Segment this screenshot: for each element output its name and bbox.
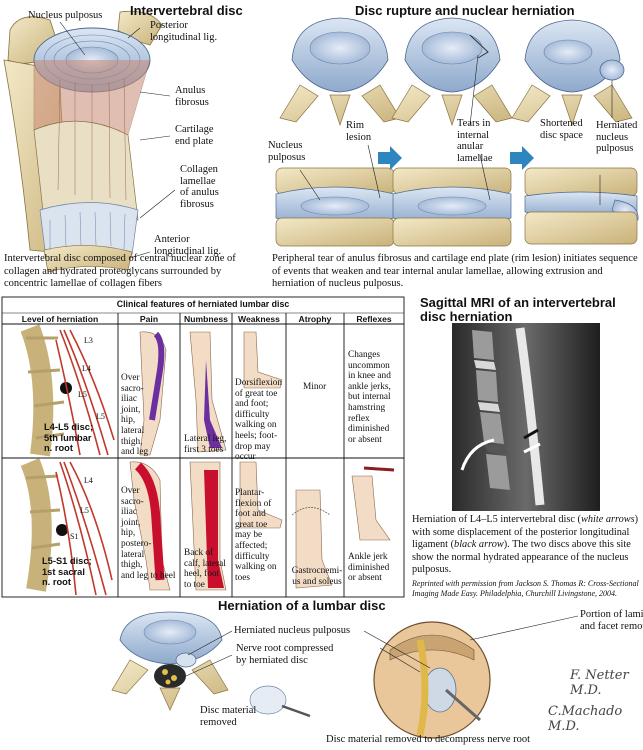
mri-image — [452, 323, 600, 511]
panel1-caption: Intervertebral disc composed of central … — [4, 253, 236, 289]
lumbar-herniation-illustration — [111, 611, 491, 739]
leg-pain-row1 — [139, 331, 167, 456]
table-title: Clinical features of herniated lumbar di… — [116, 299, 290, 309]
signature-netter: F. Netter M.D. — [570, 668, 629, 698]
mri-caption: Herniation of L4–L5 intervertebral disc … — [412, 514, 639, 575]
vertebra-label: L3 — [84, 336, 93, 345]
leg-atrophy-row2 — [291, 489, 333, 589]
header-level: Level of herniation — [21, 314, 99, 324]
vertebra-label: L5 — [80, 506, 89, 515]
vertebra-stage-1 — [275, 17, 401, 247]
label-herniated-nucleus-pulposus: Herniated nucleus pulposus — [234, 625, 351, 636]
weakness-row2: Plantar- flexion of foot and great toe m… — [235, 488, 277, 583]
signature-machado: C.Machado M.D. — [548, 704, 623, 734]
panel1-title: Intervertebral disc — [130, 3, 243, 18]
numbness-row2: Back of calf, lateral heel, foot to toe — [184, 548, 226, 590]
atrophy-row1: Minor — [303, 382, 327, 392]
label-nerve-root-compressed: Nerve root compressed by herniated disc — [236, 643, 334, 666]
panel3-title: Herniation of a lumbar disc — [218, 598, 386, 613]
vertebra-stage-3 — [511, 19, 639, 245]
label-rim-lesion: Rim lesion — [346, 120, 372, 143]
leg-numbness-row1 — [189, 331, 227, 453]
level-row2: L5-S1 disc; 1st sacral n. root — [42, 556, 92, 588]
vertebra-stage-2 — [391, 17, 513, 247]
label-posterior-ligament: Posterior longitudinal lig. — [150, 20, 218, 43]
foot-weakness-row1 — [243, 331, 283, 389]
label-nucleus-pulposus-2: Nucleus pulposus — [268, 140, 306, 163]
panel2-title: Disc rupture and nuclear herniation — [355, 3, 575, 18]
label-tears-lamellae: Tears in internal anular lamellae — [457, 118, 493, 164]
label-collagen-lamellae: Collagen lamellae of anulus fibrosus — [180, 164, 219, 210]
panel3-leader-lines — [185, 615, 579, 677]
clinical-table-grid — [1, 296, 405, 598]
numbness-row1: Lateral leg, first 3 toes — [184, 434, 227, 455]
arrow-right-1 — [378, 146, 402, 170]
vertebra-label: L4 — [82, 364, 91, 373]
panel1-leader-lines — [59, 21, 176, 259]
intervertebral-disc-illustration — [3, 10, 163, 273]
atrophy-row2: Gastrocnemi- us and soleus — [291, 566, 343, 587]
mri-title: Sagittal MRI of an intervertebral disc h… — [420, 295, 616, 324]
vertebra-label: L4 — [84, 476, 93, 485]
weakness-row1: Dorsiflexion of great toe and foot; diff… — [235, 378, 282, 463]
header-reflexes: Reflexes — [356, 314, 392, 324]
leg-reflex-row2 — [351, 466, 395, 541]
vertebra-label: L5 — [78, 390, 87, 399]
arrow-right-2 — [510, 146, 534, 170]
spine-illustration-row2 — [20, 458, 113, 596]
pain-row2: Over sacro- iliac joint, hip, postero- l… — [121, 486, 176, 581]
header-pain: Pain — [139, 314, 159, 324]
panel2-caption: Peripheral tear of anulus fibrosus and c… — [272, 253, 638, 289]
leg-numbness-row2 — [189, 461, 227, 591]
header-weakness: Weakness — [238, 314, 280, 324]
label-cartilage-end-plate: Cartilage end plate — [175, 124, 214, 147]
header-numbness: Numbness — [184, 314, 228, 324]
spine-illustration-row1 — [20, 324, 115, 457]
level-row1: L4-L5 disc; 5th lumbar n. root — [44, 422, 94, 454]
reflexes-row2: Ankle jerk diminished or absent — [348, 552, 390, 584]
label-lamina-facet-removed: Portion of lamina and facet removed — [580, 609, 643, 632]
label-shortened-disc-space: Shortened disc space — [540, 118, 583, 141]
label-nucleus-pulposus: Nucleus pulposus — [28, 10, 103, 21]
foot-weakness-row2 — [239, 461, 283, 529]
vertebra-label: S1 — [70, 532, 79, 541]
panel2-leader-lines — [299, 54, 613, 205]
label-anulus-fibrosus: Anulus fibrosus — [175, 85, 209, 108]
reflexes-row1: Changes uncommon in knee and ankle jerks… — [348, 350, 391, 445]
leg-pain-row2 — [129, 461, 171, 591]
mri-credit: Reprinted with permission from Jackson S… — [412, 579, 639, 598]
header-atrophy: Atrophy — [298, 314, 332, 324]
label-anterior-ligament: Anterior longitudinal lig. — [154, 234, 222, 257]
label-disc-material-removed: Disc material removed — [200, 705, 257, 728]
pain-row1: Over sacro- iliac joint, hip, lateral th… — [121, 373, 149, 458]
label-herniated-nucleus: Herniated nucleus pulposus — [596, 120, 638, 154]
disc-rupture-sequence — [275, 17, 639, 247]
vertebra-label: L5 — [96, 412, 105, 421]
label-decompress-nerve-root: Disc material removed to decompress nerv… — [326, 734, 531, 745]
